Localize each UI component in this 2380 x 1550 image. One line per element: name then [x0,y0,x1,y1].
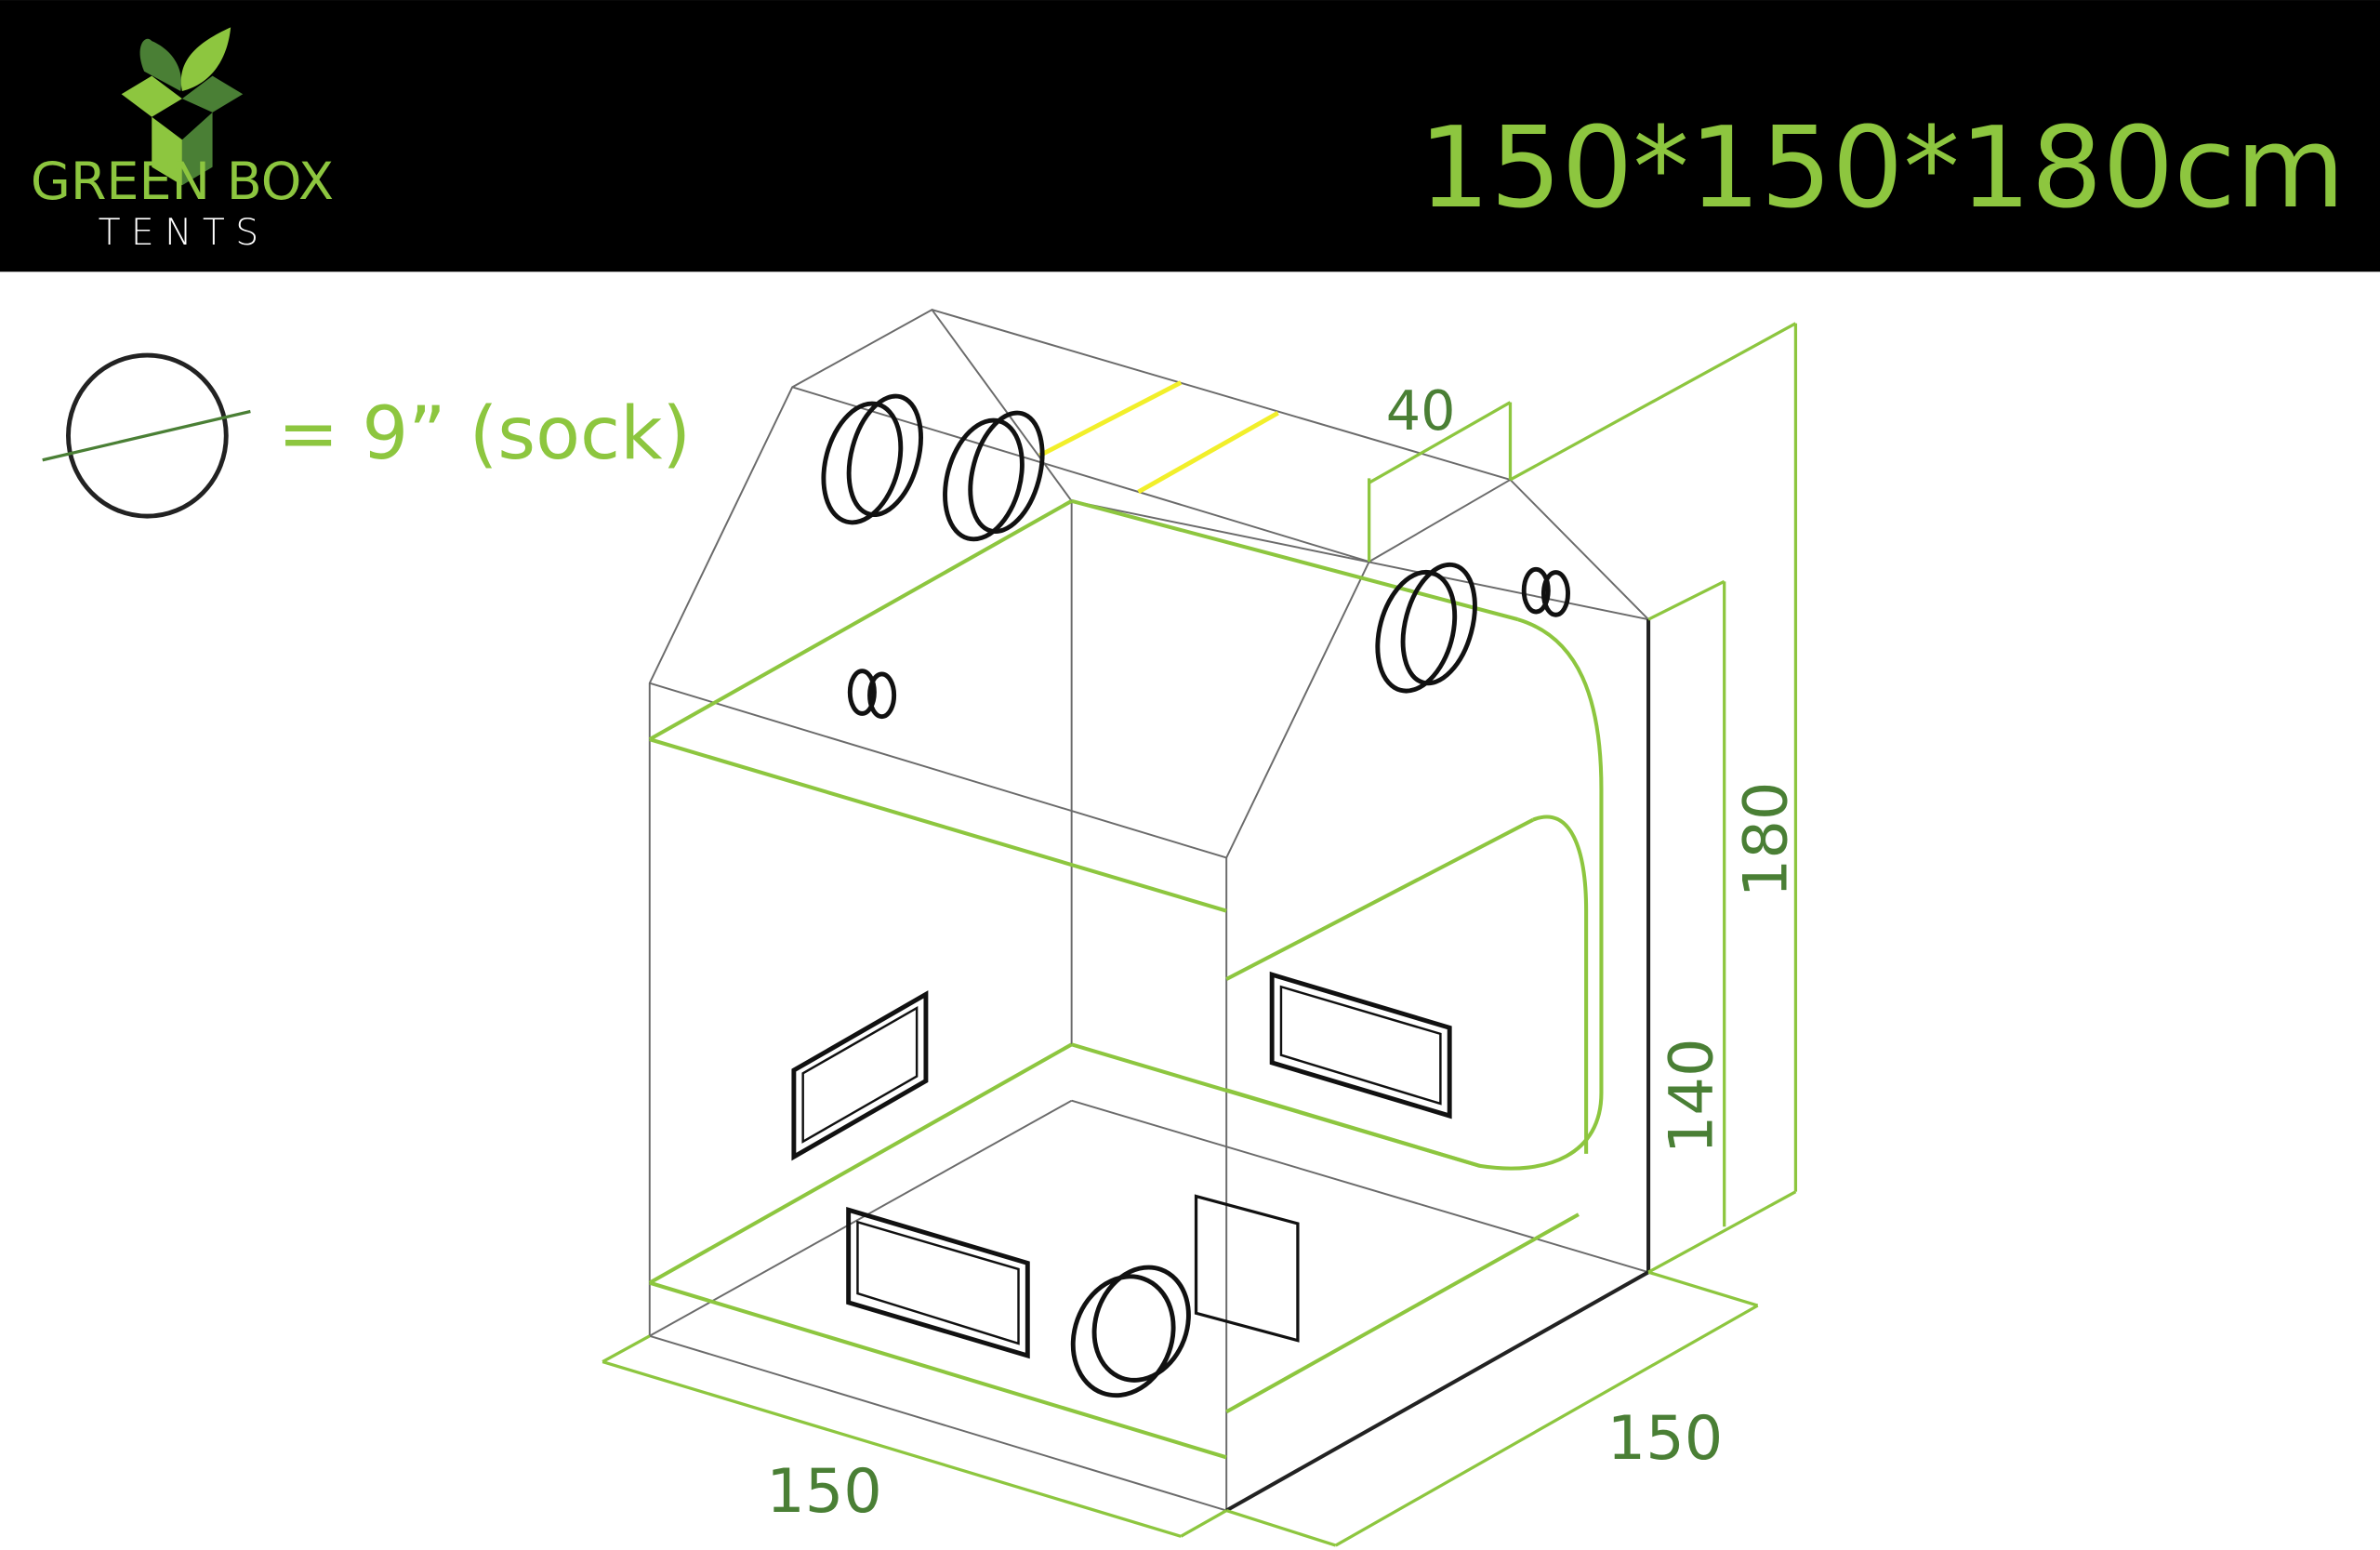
dim-roof-offset-label: 40 [1386,378,1456,443]
logo-line2: TENTS [99,212,270,254]
legend-text: = 9” (sock) [278,391,691,476]
diameter-line [42,409,251,462]
header-bar [0,0,2380,272]
dim-height-label: 180 [1731,782,1802,898]
dim-depth-label: 150 [1607,1403,1724,1474]
page-title: 150*150*180cm [1419,103,2346,233]
vent-floor [846,1206,1030,1359]
sock-duct-circle-icon [66,352,229,519]
logo: GREEN BOX TENTS [31,27,334,254]
duct-roof-left-2 [943,410,1045,542]
vent-left-wall [791,990,929,1161]
tent-frame-lines [648,498,1604,1460]
logo-line1: GREEN BOX [31,152,334,212]
vent-right-wall [1269,971,1452,1119]
ducts [821,393,1570,1398]
legend: = 9” (sock) [42,352,691,519]
dim-width-label: 150 [766,1456,882,1527]
door-zipper [1225,617,1604,1171]
vents [791,971,1452,1359]
duct-small-right [1521,566,1570,617]
window-panel [1194,1194,1300,1343]
logo-box-icon [121,27,244,186]
bottom-edge [1225,1270,1650,1513]
roof-highlight [1038,380,1279,495]
tent-outline [648,308,1649,1512]
dimension-labels: 150 150 180 140 40 [766,378,1801,1527]
duct-floor [1070,1265,1191,1398]
duct-roof-left-1 [821,393,923,525]
duct-small-left [847,669,897,720]
dim-wall-height-label: 140 [1657,1038,1727,1154]
duct-roof-right [1375,562,1477,694]
dimension-lines [602,322,1798,1547]
